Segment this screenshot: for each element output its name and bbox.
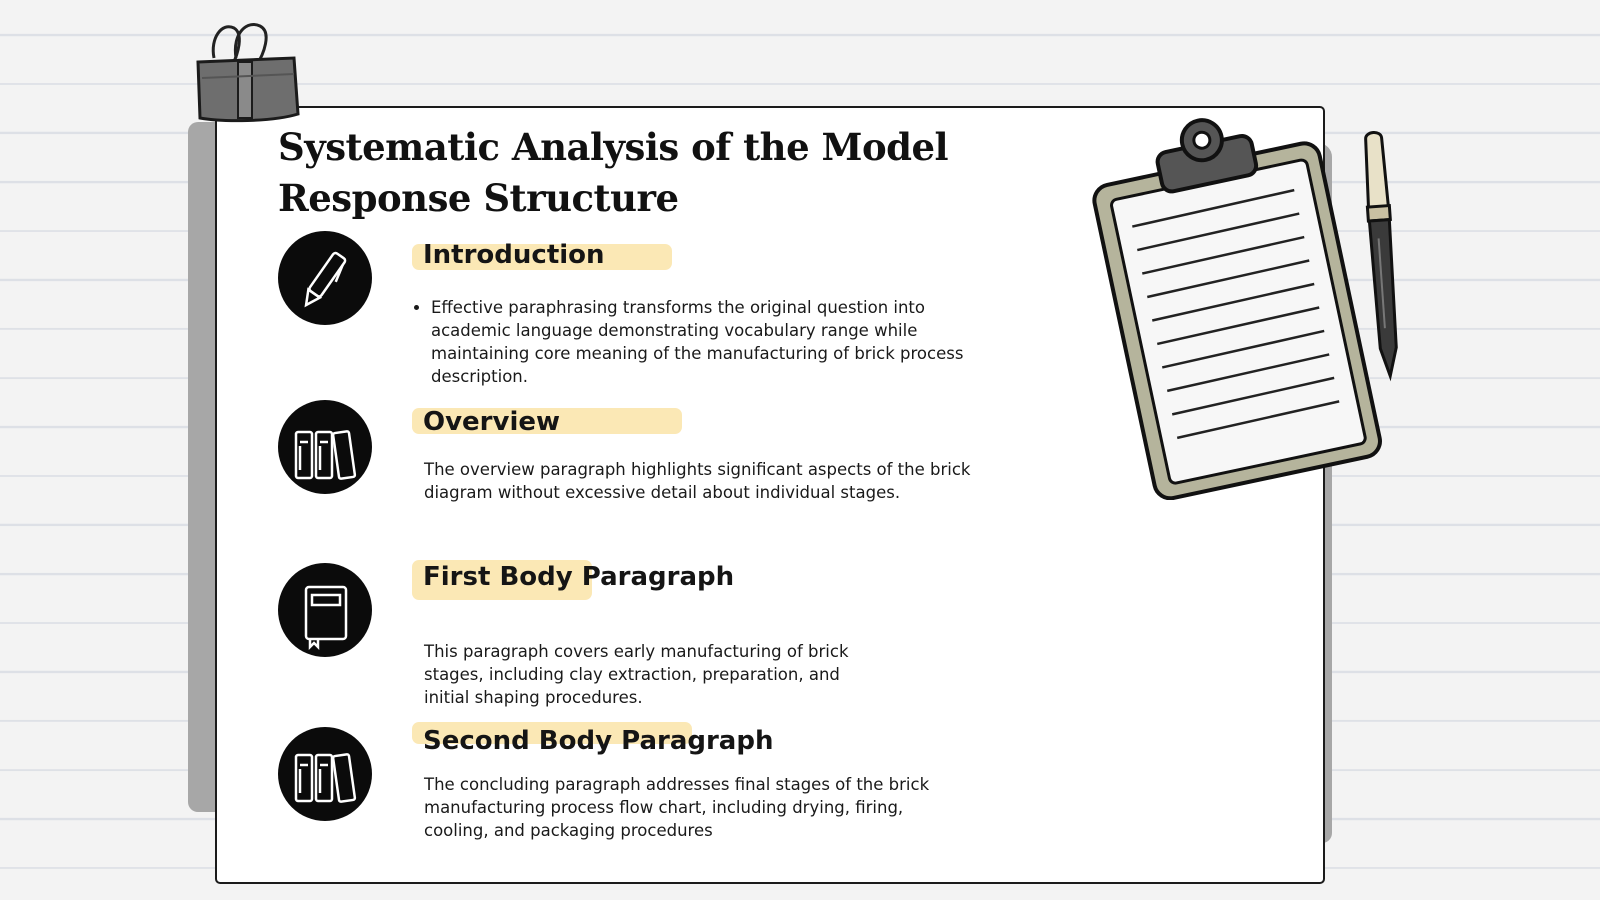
- page-title: Systematic Analysis of the Model Respons…: [278, 125, 949, 220]
- binders-icon: [294, 753, 357, 803]
- section-heading-overview: Overview: [423, 407, 561, 437]
- section-icon-first-body: [278, 563, 372, 657]
- heading-highlight: [412, 408, 682, 434]
- section-icon-overview: [278, 400, 372, 494]
- heading-highlight: [412, 722, 692, 744]
- second-body-text: The concluding paragraph addresses final…: [424, 775, 930, 840]
- section-icon-second-body: [278, 727, 372, 821]
- section-heading-first-body: First Body Paragraph: [423, 562, 735, 592]
- introduction-bullets: Effective paraphrasing transforms the or…: [413, 296, 1006, 388]
- overview-text: The overview paragraph highlights signif…: [424, 460, 971, 502]
- binders-icon: [294, 430, 357, 480]
- section-heading-introduction: Introduction: [423, 240, 605, 270]
- heading-highlight: [412, 560, 592, 600]
- binder-clip-icon: [196, 23, 300, 123]
- section-icon-introduction: [278, 231, 372, 325]
- notebook-icon: [304, 585, 348, 651]
- pen-icon: [304, 251, 347, 308]
- heading-highlight: [412, 244, 672, 270]
- pen-decoration-icon: [1364, 131, 1398, 382]
- clipboard-icon: [1092, 118, 1382, 500]
- list-item: Effective paraphrasing transforms the or…: [431, 296, 1006, 388]
- section-heading-second-body: Second Body Paragraph: [423, 726, 774, 756]
- first-body-text: This paragraph covers early manufacturin…: [424, 642, 849, 707]
